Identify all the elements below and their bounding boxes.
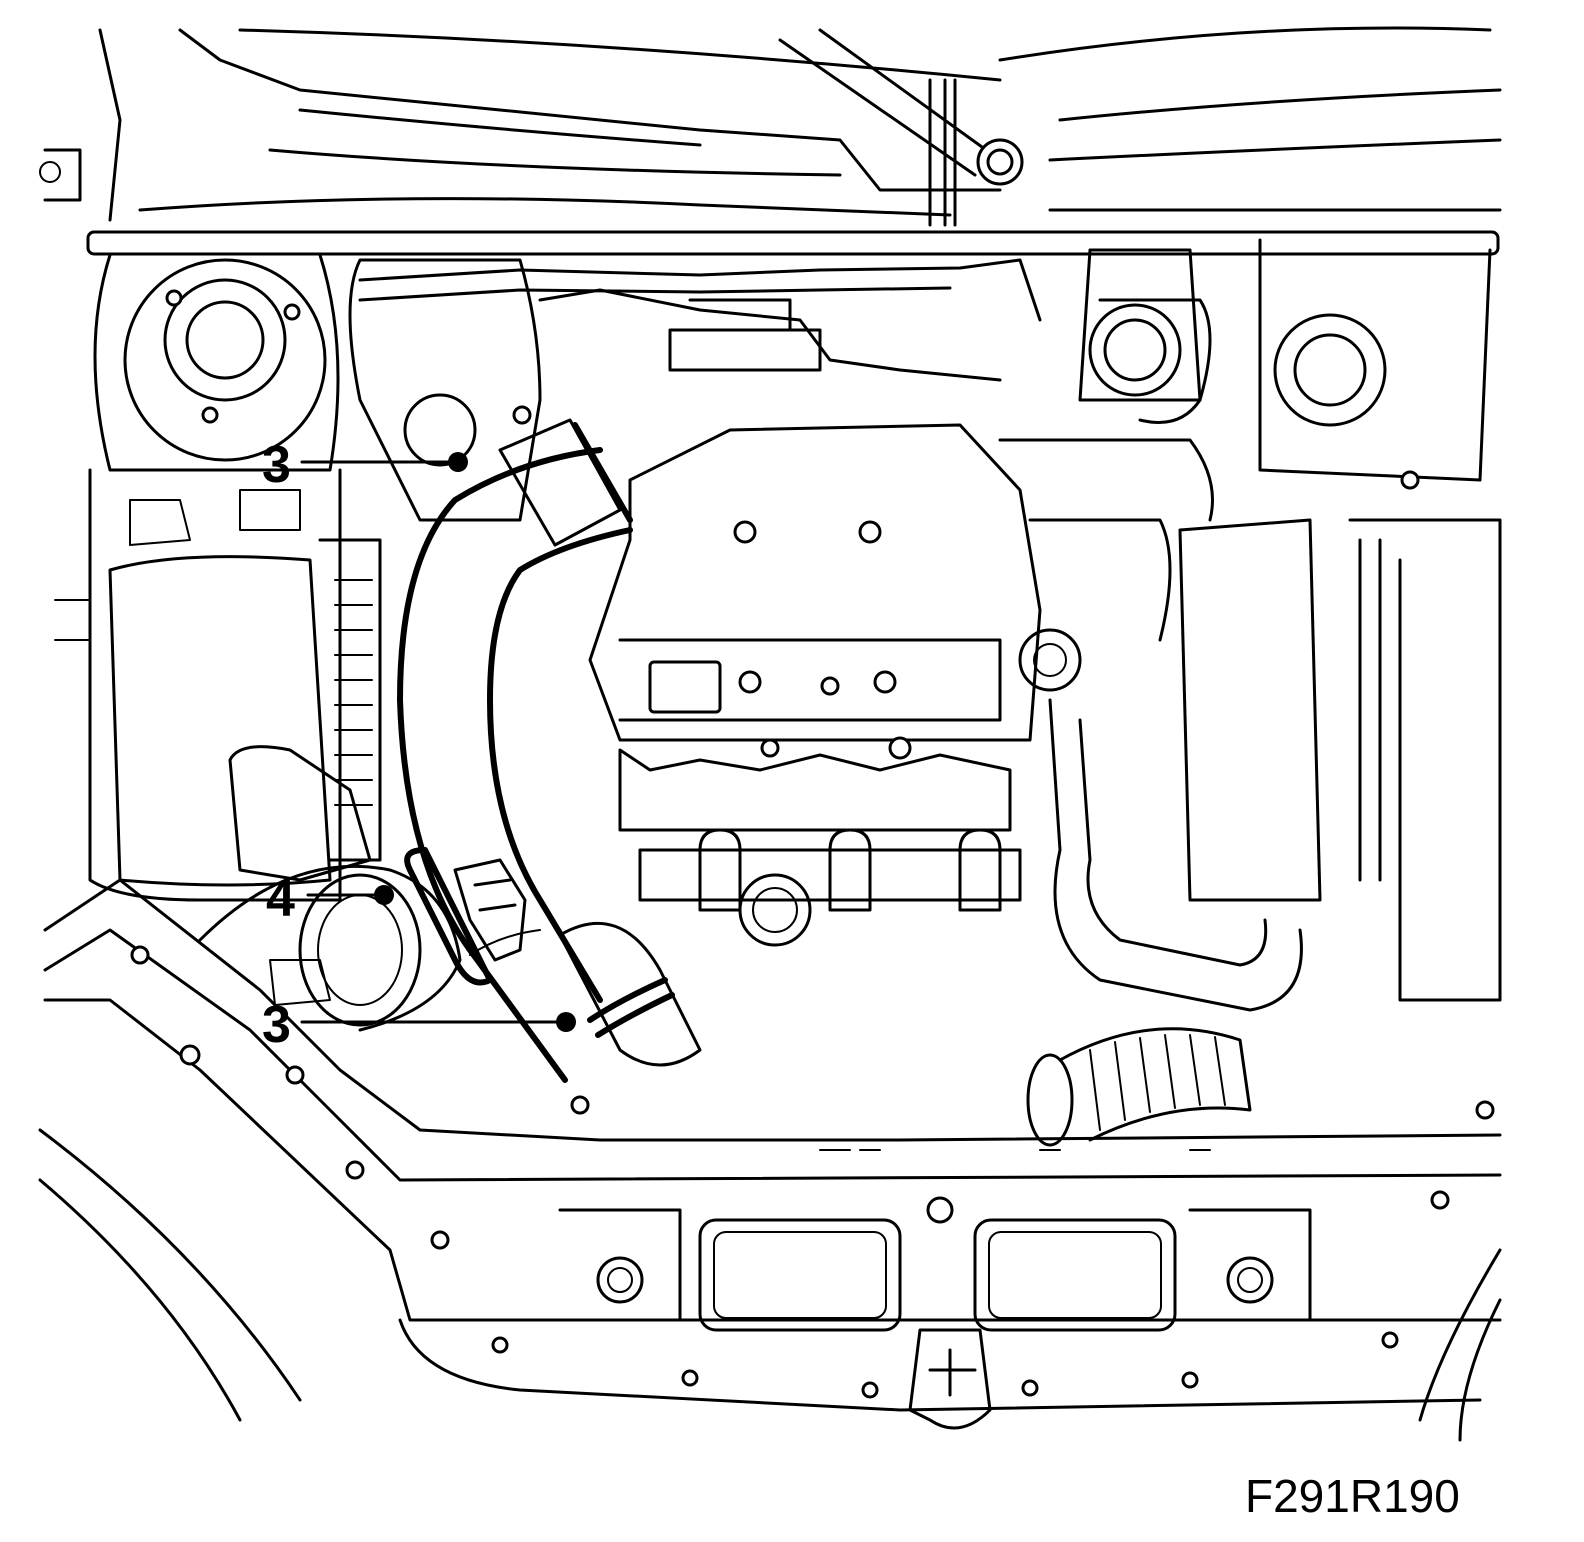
coolant-hoses	[998, 298, 1303, 1012]
cowl-crossbar	[86, 230, 1500, 256]
cylinder-head	[618, 736, 1022, 902]
callout-leaders	[300, 452, 576, 1032]
charge-air-hose	[397, 418, 702, 1083]
sensor-connector	[404, 847, 527, 986]
figure-reference-code: F291R190	[1245, 1470, 1460, 1522]
cowl-panel	[39, 26, 1502, 227]
callout-3-top-label: 3	[262, 436, 291, 494]
coolant-reservoir	[348, 258, 542, 522]
oil-filler-cap	[738, 873, 812, 947]
leader-dot-4	[374, 885, 394, 905]
brake-fluid-reservoir	[1078, 248, 1202, 402]
upper-pipes	[358, 258, 1042, 382]
right-strut-tower	[1178, 238, 1502, 1002]
callout-3-bottom-label: 3	[262, 996, 291, 1054]
callout-4-label: 4	[266, 870, 295, 928]
ignition-coils	[698, 828, 1002, 912]
front-radiator-support	[38, 878, 1502, 1442]
leader-dot-3-bottom	[556, 1012, 576, 1032]
valve-cover	[588, 423, 1042, 742]
left-strut-tower	[93, 253, 340, 472]
mounting-holes	[130, 470, 1495, 1399]
corrugated-hose	[1026, 1027, 1252, 1147]
filter-ribs	[334, 579, 373, 806]
air-filter-box	[54, 468, 382, 902]
leader-dot-3-top	[448, 452, 468, 472]
